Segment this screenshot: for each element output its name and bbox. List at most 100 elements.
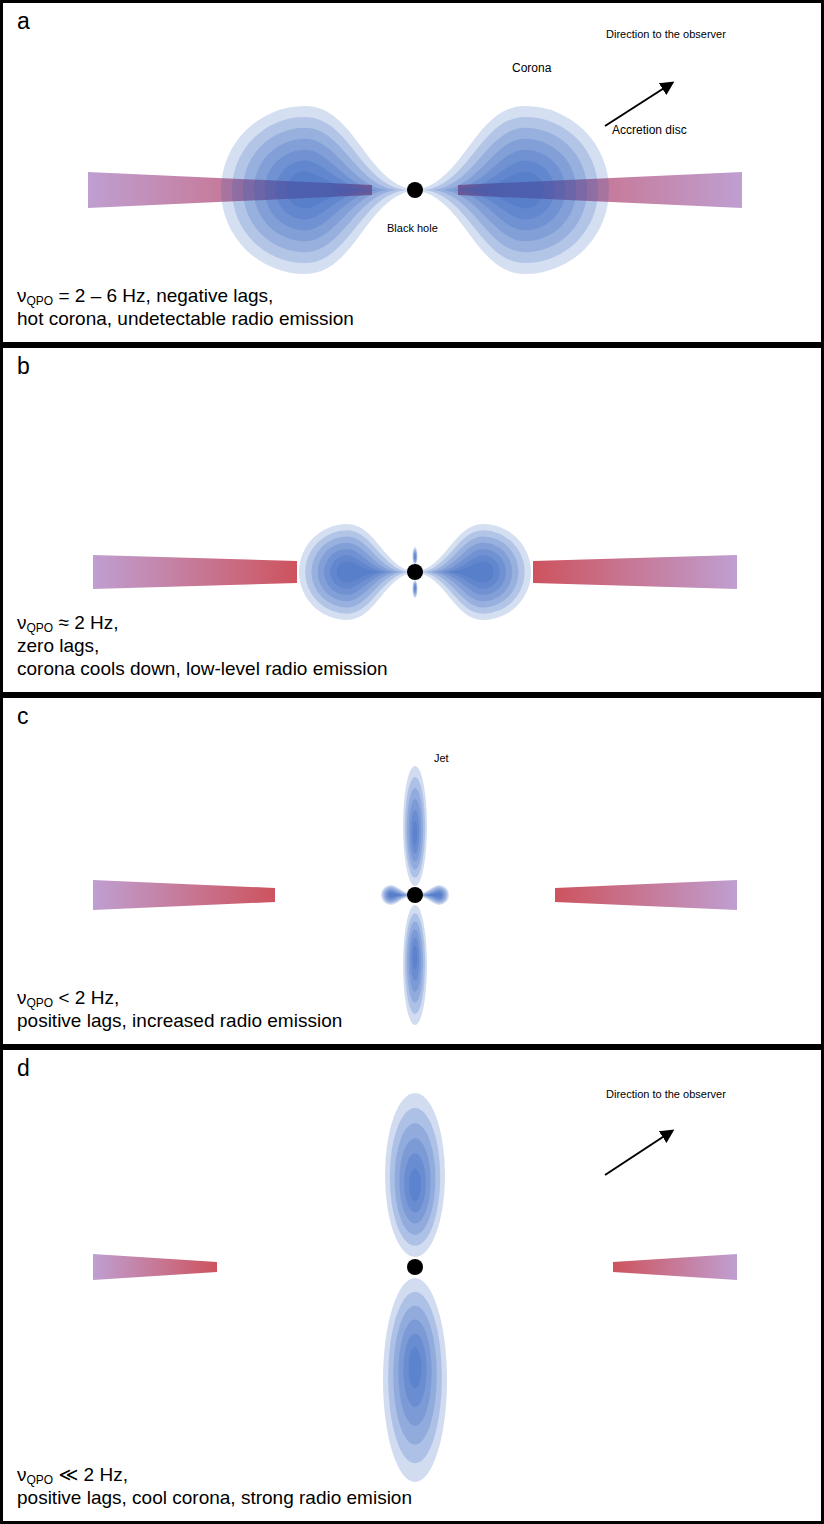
scene	[93, 766, 737, 1025]
black-hole	[407, 887, 423, 903]
corona	[461, 161, 554, 220]
accretion-disc	[555, 880, 737, 910]
jet	[413, 550, 416, 562]
corona	[389, 893, 403, 897]
jet	[415, 586, 416, 590]
jet	[403, 1333, 426, 1406]
diagram-label: Corona	[512, 62, 551, 75]
corona	[330, 555, 386, 589]
corona	[318, 543, 398, 602]
jet	[393, 1306, 437, 1445]
corona	[311, 536, 403, 607]
corona	[415, 524, 531, 620]
panel-letter: d	[17, 1054, 807, 1082]
jet	[411, 810, 420, 853]
corona	[265, 150, 378, 231]
corona	[443, 139, 576, 241]
corona	[449, 561, 493, 582]
corona	[421, 889, 445, 901]
jet	[398, 1320, 431, 1426]
jet	[407, 921, 423, 1003]
corona	[424, 117, 598, 263]
corona	[232, 117, 406, 263]
black-hole	[407, 182, 423, 198]
corona	[432, 543, 512, 602]
jet	[413, 547, 418, 565]
corona	[434, 128, 588, 252]
jet	[413, 580, 418, 598]
jet	[403, 905, 427, 1025]
corona	[427, 893, 441, 897]
accretion-disc	[533, 555, 737, 589]
corona	[221, 106, 415, 274]
label-holder: Accretion disc	[612, 124, 687, 137]
accretion-disc	[93, 880, 275, 910]
jet	[405, 777, 425, 878]
jet	[399, 1138, 430, 1223]
corona	[415, 106, 609, 274]
corona	[324, 549, 392, 595]
observer-arrow	[605, 83, 672, 126]
corona	[386, 890, 407, 900]
panel: aνQPO = 2 – 6 Hz, negative lags, hot cor…	[0, 0, 824, 345]
corona	[388, 892, 405, 899]
jet	[413, 946, 418, 970]
corona	[452, 150, 565, 231]
jet	[409, 929, 421, 991]
jet	[411, 938, 420, 981]
corona	[471, 172, 544, 209]
diagram-label: Black hole	[387, 222, 438, 235]
jet	[395, 1123, 436, 1235]
accretion-disc	[93, 555, 297, 589]
jet	[414, 585, 416, 591]
jet	[405, 913, 425, 1014]
diagram-label: Direction to the observer	[606, 28, 726, 41]
jet	[409, 1347, 422, 1388]
jet	[413, 581, 417, 596]
jet	[413, 582, 416, 594]
panel-caption: νQPO ≪ 2 Hz, positive lags, cool corona,…	[17, 1463, 807, 1509]
jet	[409, 799, 421, 861]
corona	[276, 161, 369, 220]
label-holder: Corona	[512, 62, 551, 75]
corona	[425, 892, 442, 899]
jet	[383, 1278, 447, 1482]
label-holder: Black hole	[387, 222, 438, 235]
diagram-label: Accretion disc	[612, 124, 687, 137]
corona	[423, 890, 444, 900]
corona	[299, 524, 415, 620]
panel: cνQPO < 2 Hz, positive lags, increased r…	[0, 695, 824, 1047]
scene	[88, 83, 742, 274]
corona	[384, 888, 411, 903]
black-hole	[407, 564, 423, 580]
diagram-label: Direction to the observer	[606, 1088, 726, 1101]
accretion-disc	[613, 1254, 737, 1280]
panel-caption: νQPO = 2 – 6 Hz, negative lags, hot coro…	[17, 284, 807, 330]
observer-arrow	[605, 1131, 672, 1175]
panel: d νQPO ≪ 2 Hz, positive lags, cool corona…	[0, 1047, 824, 1524]
jet	[404, 1153, 426, 1212]
scene	[93, 524, 737, 620]
corona	[336, 561, 380, 582]
jet	[388, 1292, 442, 1463]
corona	[426, 536, 518, 607]
corona	[243, 128, 397, 252]
corona	[305, 530, 409, 614]
jet	[413, 821, 418, 845]
jet	[414, 584, 417, 593]
label-holder: Jet	[434, 752, 449, 765]
jet	[414, 552, 417, 561]
corona	[254, 139, 387, 241]
corona	[385, 889, 409, 901]
jet	[403, 766, 427, 886]
panel-letter: c	[17, 702, 807, 730]
label-holder: Direction to the observer	[606, 28, 726, 41]
jet	[409, 1168, 421, 1201]
corona	[438, 549, 506, 595]
corona	[421, 530, 525, 614]
jet	[385, 1093, 445, 1257]
jet	[407, 788, 423, 870]
corona	[419, 888, 446, 903]
corona	[444, 555, 500, 589]
jet	[415, 555, 416, 559]
